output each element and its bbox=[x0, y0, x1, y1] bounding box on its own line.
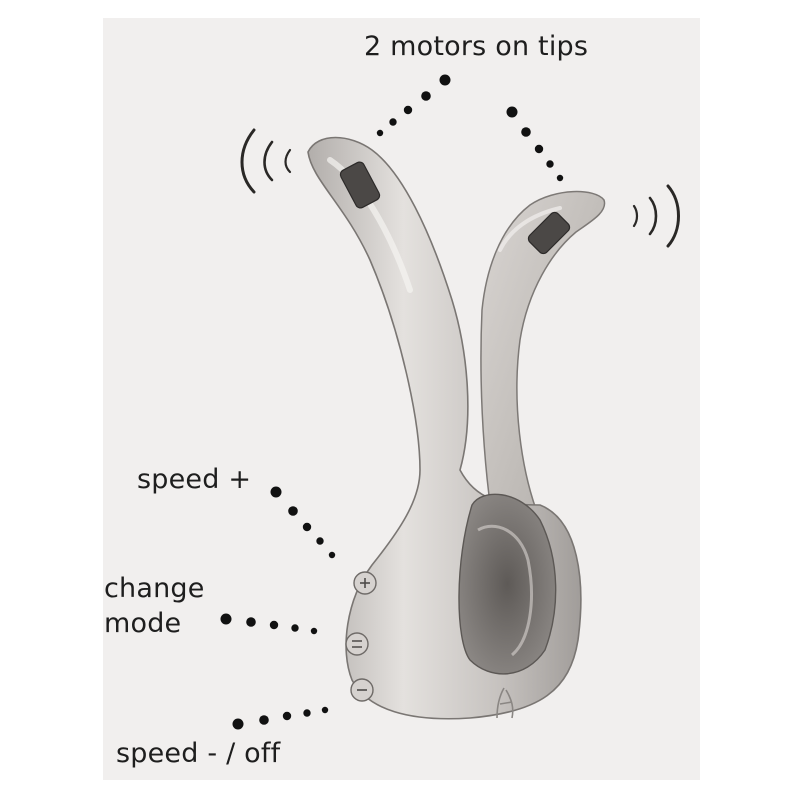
label-change-mode-line1: change bbox=[104, 573, 205, 604]
mode-button-icon bbox=[345, 632, 369, 656]
label-change-mode: change mode bbox=[104, 571, 205, 641]
label-speed-down-off: speed - / off bbox=[116, 738, 281, 769]
leader-dots-speed-up bbox=[270, 486, 336, 559]
label-speed-up: speed + bbox=[137, 464, 252, 495]
minus-button-icon bbox=[350, 678, 374, 702]
vibration-waves-icon bbox=[632, 184, 680, 248]
motor-pad-icon bbox=[527, 211, 571, 255]
inner-opening bbox=[458, 493, 557, 675]
leader-dots-motors-right bbox=[506, 106, 564, 182]
vibration-waves-icon bbox=[240, 128, 292, 194]
leader-dots-change-mode bbox=[220, 613, 318, 635]
label-change-mode-line2: mode bbox=[104, 608, 182, 639]
motor-pad-icon bbox=[339, 161, 381, 209]
leader-dots-speed-down bbox=[232, 706, 329, 730]
leader-dots-motors-left bbox=[376, 74, 451, 137]
label-motors-on-tips: 2 motors on tips bbox=[364, 31, 589, 62]
plus-button-icon bbox=[353, 571, 377, 595]
brand-logo-icon bbox=[496, 687, 514, 719]
